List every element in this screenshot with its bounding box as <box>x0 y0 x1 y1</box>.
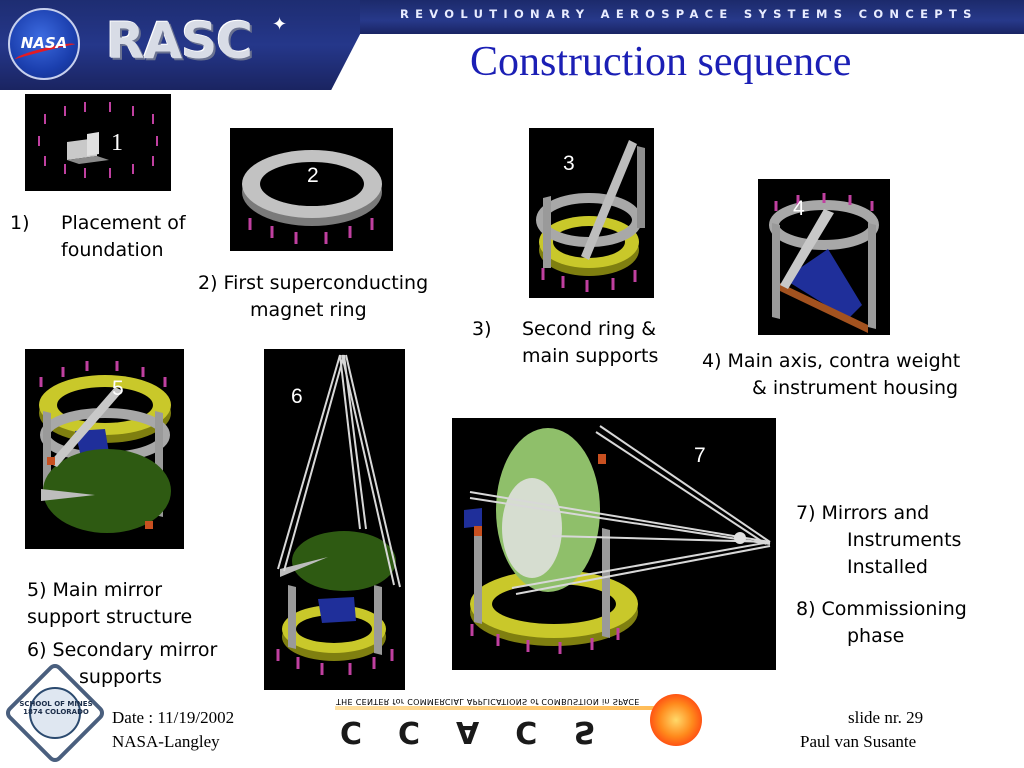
caption-4-line-1: 4) Main axis, contra weight <box>702 350 961 372</box>
main-axis-render <box>769 193 879 333</box>
caption-8-line-2: phase <box>847 625 905 647</box>
panel-7-number: 7 <box>694 444 706 467</box>
construction-image-5: 5 <box>25 349 184 549</box>
panel-1-number: 1 <box>111 130 123 156</box>
caption-6-line-2: supports <box>79 666 162 688</box>
cccacs-letters: CCACS <box>340 714 632 749</box>
caption-2-line-1: 2) First superconducting <box>198 272 429 294</box>
cccacs-banner: THE CENTER for COMMERCIAL APPLICATIONS o… <box>336 697 640 706</box>
footer-org: NASA-Langley <box>112 732 220 751</box>
caption-5-line-1: 5) Main mirror <box>27 579 163 601</box>
caption-7-line-3: Installed <box>847 556 928 578</box>
caption-5-line-2: support structure <box>27 606 193 628</box>
panel-2-number: 2 <box>307 164 319 187</box>
page-title: Construction sequence <box>470 39 852 85</box>
caption-2-line-2: magnet ring <box>250 299 367 321</box>
construction-image-4: 4 <box>758 179 890 335</box>
caption-4-line-2: & instrument housing <box>752 377 959 399</box>
sun-icon <box>650 694 702 746</box>
secondary-supports-render <box>276 354 401 675</box>
panel-5-number: 5 <box>112 377 124 400</box>
caption-3-line-2: main supports <box>522 345 659 367</box>
construction-image-6: 6 <box>264 349 405 690</box>
caption-1-line-2: foundation <box>61 239 164 261</box>
magnet-ring-render <box>242 150 382 244</box>
mirror-support-render <box>39 361 171 533</box>
caption-3-line-1: Second ring & <box>522 318 657 340</box>
seal-text: SCHOOL OF MINES 1874 COLORADO <box>19 700 93 716</box>
caption-6-line-1: 6) Secondary mirror <box>27 639 218 661</box>
cccacs-line <box>335 706 665 710</box>
panel-3-number: 3 <box>563 152 575 175</box>
rasc-logo: RASC <box>106 12 253 70</box>
header-tagline: REVOLUTIONARY AEROSPACE SYSTEMS CONCEPTS <box>400 7 978 21</box>
panel-6-number: 6 <box>291 385 303 408</box>
mirrors-installed-render <box>464 425 771 654</box>
caption-1-line-1: Placement of <box>61 212 186 234</box>
construction-image-2: 2 <box>230 128 393 251</box>
construction-image-1: 1 <box>25 94 171 191</box>
footer-date: Date : 11/19/2002 <box>112 708 235 727</box>
caption-7-line-1: 7) Mirrors and <box>796 502 930 524</box>
caption-3-number: 3) <box>472 318 492 340</box>
construction-image-3: 3 <box>529 128 654 298</box>
star-icon: ✦ <box>272 14 288 35</box>
caption-1-number: 1) <box>10 212 30 234</box>
footer-author: Paul van Susante <box>800 732 917 751</box>
caption-7-line-2: Instruments <box>847 529 962 551</box>
nasa-logo-text: NASA <box>20 34 68 52</box>
caption-8-line-1: 8) Commissioning <box>796 598 967 620</box>
nasa-logo-icon: NASA <box>8 8 80 80</box>
second-ring-render <box>536 140 645 292</box>
footer-slide-number: slide nr. 29 <box>848 708 924 727</box>
construction-image-7: 7 <box>452 418 776 670</box>
panel-4-number: 4 <box>793 197 805 220</box>
foundation-render <box>38 102 158 178</box>
